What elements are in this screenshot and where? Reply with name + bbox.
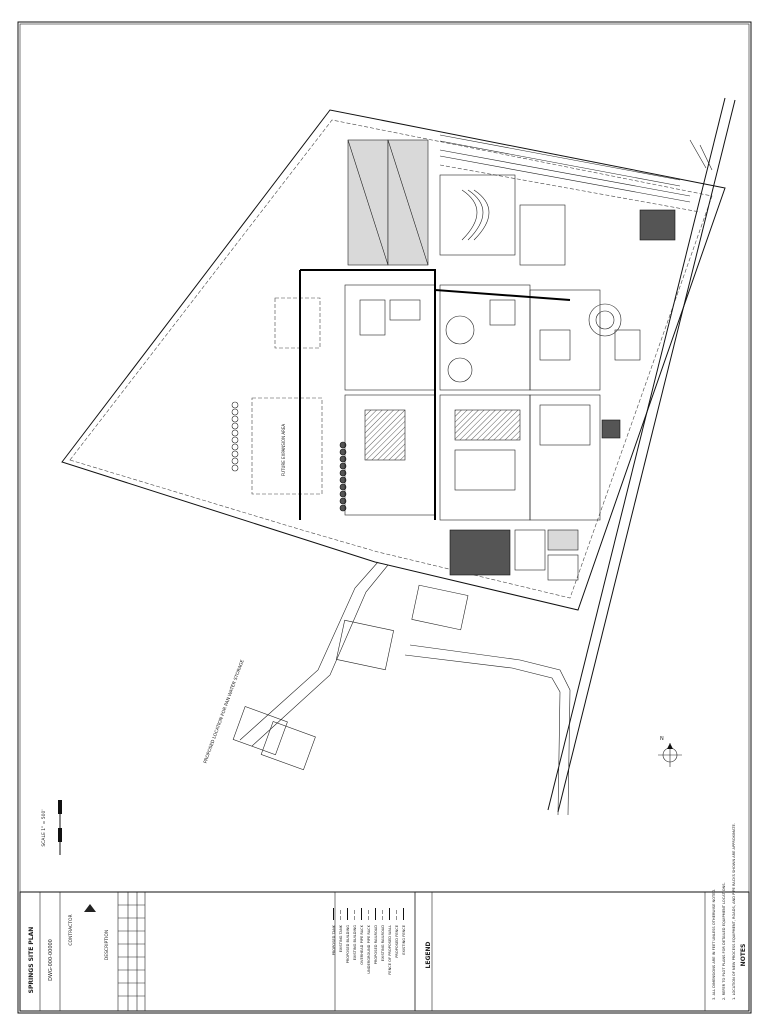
title-block-drawing-no: DWG-000-00000 [48, 939, 54, 981]
legend-item: EXISTING TANK [339, 924, 343, 952]
tank [231, 450, 239, 458]
legend-item: FENCE OF PROPOSED WALL [388, 925, 392, 975]
note-item: 3. ALL DIMENSIONS ARE IN FEET UNLESS OTH… [712, 889, 716, 1000]
tank [339, 497, 347, 505]
building-south-4 [547, 554, 579, 581]
title-block-project: SPRINGS SITE PLAN [28, 927, 35, 994]
title-block-contractor: CONTRACTOR [68, 914, 74, 945]
notes-title: NOTES [740, 944, 747, 967]
central-process-area [344, 284, 641, 521]
tank [231, 464, 239, 472]
tank [231, 422, 239, 430]
future-expansion-area-1 [274, 297, 321, 349]
tank [231, 401, 239, 409]
tank [231, 408, 239, 416]
legend-item: PROPOSED RAILROAD [374, 925, 378, 965]
tank-farm-circles [231, 401, 347, 512]
tank [231, 429, 239, 437]
tank [339, 448, 347, 456]
legend-item: EXISTING BUILDING [353, 925, 357, 961]
tank [339, 490, 347, 498]
legend-item: PROPOSED BUILDING [346, 925, 350, 964]
lot-d [260, 721, 316, 771]
future-expansion-label: FUTURE EXPANSION AREA [281, 424, 286, 477]
north-label: N [660, 736, 664, 742]
pipe-rack [299, 269, 571, 520]
lot-a [411, 584, 469, 631]
tank [339, 476, 347, 484]
legend-item: PROPOSED FENCE [395, 924, 399, 957]
access-road [239, 561, 571, 816]
legend-item: UNDERGROUND PIPE RACK [367, 924, 371, 973]
perimeter-road [69, 119, 713, 599]
legend-item: OVERHEAD PIPE RACK [360, 924, 364, 964]
highway [547, 97, 736, 813]
title-block-description: DESCRIPTION [104, 930, 110, 960]
building-south-2 [514, 529, 546, 571]
tank [339, 441, 347, 449]
railroad-tracks [439, 134, 701, 213]
legend-item: EXISTING RAILROAD [381, 925, 385, 962]
legend-item: PROPOSED TANK [332, 924, 336, 955]
note-item: 2. REFER TO PLOT PLANS FOR DETAILED EQUI… [722, 882, 726, 1000]
tank [339, 504, 347, 512]
tank [231, 415, 239, 423]
scale-bar: SCALE 1" = 500' [41, 800, 62, 855]
notes-block: NOTES 1. LOCATION OF NEW PROCESS EQUIPME… [712, 823, 747, 1000]
process-building-north [439, 174, 516, 256]
building-south-3 [547, 529, 579, 551]
tank [339, 455, 347, 463]
tank [339, 462, 347, 470]
tank [231, 436, 239, 444]
north-arrow: N [658, 736, 682, 767]
legend-title: LEGEND [425, 942, 432, 969]
note-item: 1. LOCATION OF NEW PROCESS EQUIPMENT, RO… [732, 823, 736, 1000]
tank [231, 443, 239, 451]
legend-item: EXISTING FENCE [402, 924, 406, 954]
sheet-border [17, 21, 752, 1014]
company-logo [84, 904, 96, 912]
lot-c [232, 706, 288, 756]
tank-stack [519, 204, 566, 266]
title-block-strip: SPRINGS SITE PLAN DWG-000-00000 DESCRIPT… [19, 891, 750, 1012]
lot-b [336, 619, 394, 671]
water-storage-label: PROPOSED LOCATION FOR PAN WATER STORAGE [202, 659, 245, 764]
property-boundary [61, 109, 726, 611]
revision-table [118, 892, 145, 1011]
future-expansion-area-2 [251, 397, 323, 495]
tank [231, 457, 239, 465]
scale-label: SCALE 1" = 500' [41, 809, 47, 846]
office-building [639, 209, 676, 241]
building-south-1 [449, 529, 511, 576]
tank [339, 483, 347, 491]
tank [339, 469, 347, 477]
